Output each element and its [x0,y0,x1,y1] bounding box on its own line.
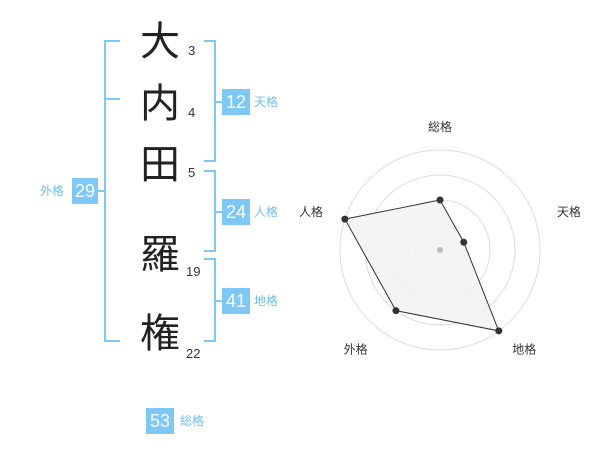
name-char-5: 権 [140,311,180,357]
radar-axis-label-4: 外格 [344,342,368,357]
tenkaku-connector [214,101,222,103]
radar-axis-label-2: 天格 [557,204,580,219]
gaikaku-label: 外格 [40,184,65,198]
name-char-4: 羅 [140,232,180,278]
chikaku-label: 地格 [254,294,279,308]
gaikaku-bracket [104,40,120,342]
radar-point-1 [436,196,444,204]
stroke-count-5: 22 [186,346,201,361]
gaikaku-connector [98,190,106,192]
radar-ring-4 [339,149,541,351]
radar-axis-label-3: 地格 [512,342,536,357]
stroke-count-4: 19 [186,264,201,279]
radar-center-dot [437,247,443,253]
stroke-count-3: 5 [188,165,196,180]
name-char-3: 田 [140,142,180,188]
gaikaku-bracket-divider [104,98,120,100]
soukaku-label: 総格 [180,414,205,428]
radar-axis-label-5: 人格 [300,204,323,219]
chikaku-score: 41 [222,288,250,314]
chikaku-connector [214,300,222,302]
stroke-count-2: 4 [188,105,196,120]
name-char-2: 内 [140,81,180,127]
radar-series-polygon [344,199,500,332]
soukaku-score: 53 [146,408,174,434]
radar-point-4 [392,307,400,315]
tenkaku-label: 天格 [254,95,279,109]
stroke-count-1: 3 [188,43,196,58]
gaikaku-score: 29 [72,178,98,204]
radar-axis-label-1: 総格 [428,119,452,134]
jinkaku-label: 人格 [254,205,279,219]
jinkaku-connector [214,211,222,213]
tenkaku-score: 12 [222,89,250,115]
radar-point-2 [460,238,468,246]
name-char-1: 大 [140,19,180,65]
jinkaku-score: 24 [222,199,250,225]
radar-point-3 [495,327,503,335]
radar-point-5 [341,215,349,223]
